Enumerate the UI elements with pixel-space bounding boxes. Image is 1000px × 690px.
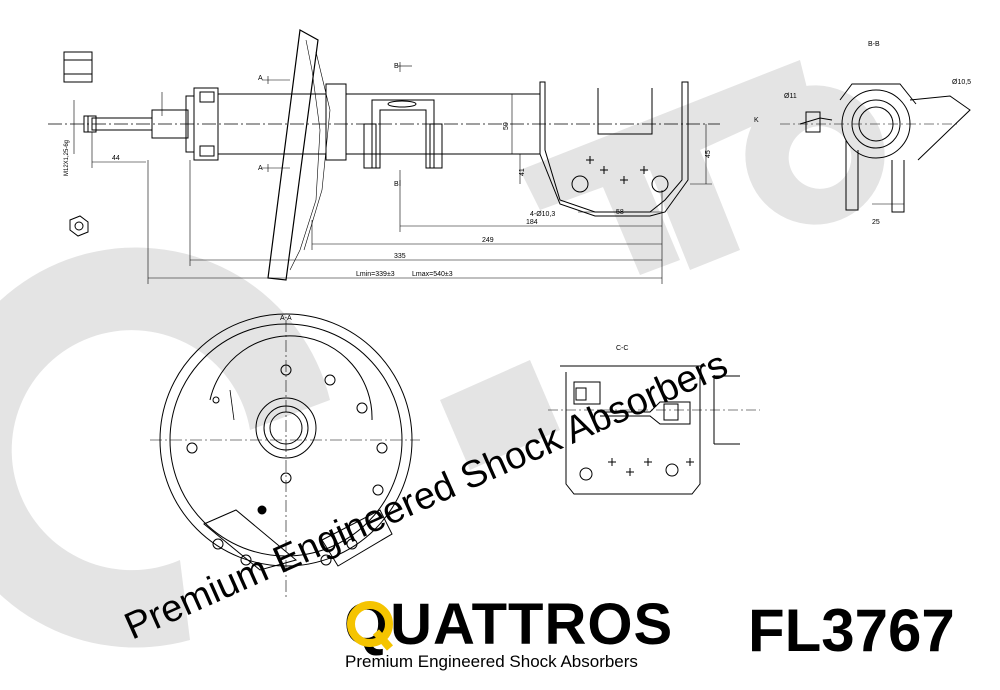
- dim-11: Ø11: [784, 93, 797, 100]
- dim-41: 41: [519, 168, 526, 176]
- label-cc: C-C: [616, 345, 628, 352]
- dim-44: 44: [112, 155, 120, 162]
- label-bb: B-B: [868, 41, 880, 48]
- label-k: K: [754, 117, 759, 124]
- dim-25: 25: [872, 219, 880, 226]
- label-view-b-top: B: [394, 63, 399, 70]
- section-cc: [548, 365, 760, 495]
- dim-249: 249: [482, 237, 494, 244]
- dim-50: 50: [503, 122, 510, 130]
- section-aa: [150, 313, 420, 600]
- dim-10-5: Ø10,5: [952, 79, 971, 86]
- dim-335: 335: [394, 253, 406, 260]
- drawing-labels: A-A B-B C-C A A B B K Lmin=339±3 Lmax=54…: [64, 41, 971, 352]
- label-aa: A-A: [280, 315, 292, 322]
- part-number: FL3767: [748, 597, 955, 664]
- dim-184: 184: [526, 219, 538, 226]
- dim-58: 58: [616, 209, 624, 216]
- section-bb: [780, 83, 971, 213]
- label-view-b-bottom: B: [394, 181, 399, 188]
- dim-45: 45: [705, 150, 712, 158]
- label-view-a-bottom: A: [258, 165, 263, 172]
- brand-tagline: Premium Engineered Shock Absorbers: [345, 652, 638, 671]
- dim-lmin: Lmin=339±3: [356, 271, 395, 278]
- dim-lmax: Lmax=540±3: [412, 271, 453, 278]
- label-view-a-top: A: [258, 75, 263, 82]
- dim-holes: 4-Ø10,3: [530, 211, 555, 218]
- strut-side-view: [48, 29, 720, 284]
- logo-q-accent-icon: [347, 601, 394, 651]
- brand-logo: QUATTROS Premium Engineered Shock Absorb…: [344, 596, 674, 676]
- nut-views: [63, 51, 93, 237]
- dim-thread: M12X1,25-6g: [64, 140, 70, 176]
- brand-name: QUATTROS: [344, 592, 674, 657]
